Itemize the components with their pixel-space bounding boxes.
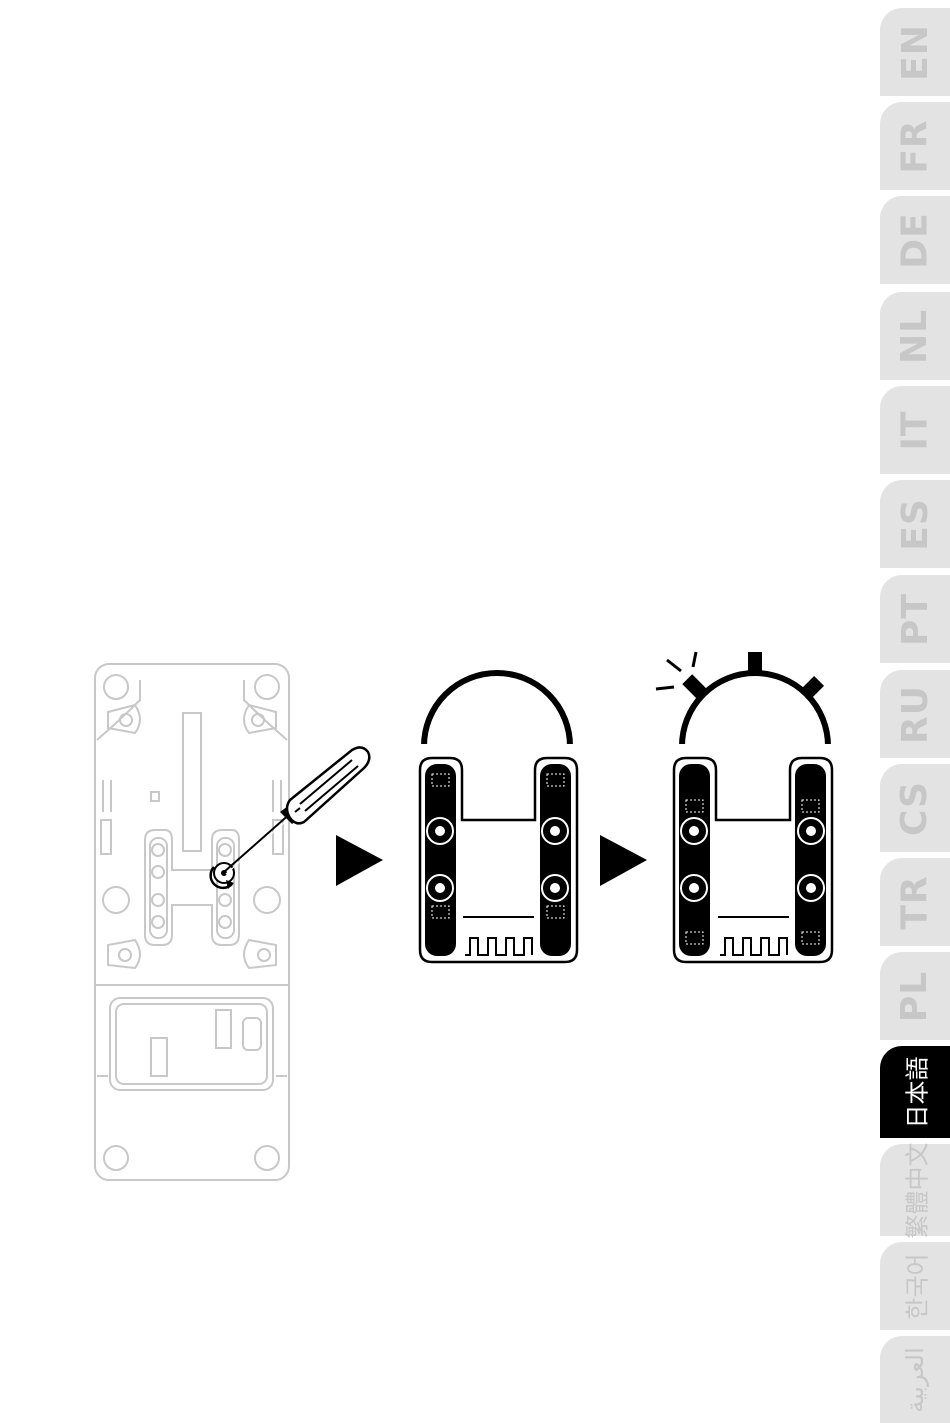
base-plate — [95, 664, 289, 1180]
tab-label: PT — [894, 593, 935, 646]
tab-lang-ja[interactable]: 日本語 — [880, 1046, 950, 1138]
pedal-bracket-after — [674, 758, 832, 962]
tab-label: 繁體中文 — [898, 1142, 933, 1238]
tab-lang-de[interactable]: DE — [880, 196, 950, 284]
pedal-bracket-before — [420, 758, 577, 962]
tab-label: 한국어 — [898, 1253, 933, 1319]
tab-lang-en[interactable]: EN — [880, 8, 950, 96]
tab-label: 日本語 — [898, 1056, 933, 1128]
tab-label: IT — [894, 410, 935, 450]
tab-lang-nl[interactable]: NL — [880, 292, 950, 380]
tab-lang-es[interactable]: ES — [880, 480, 950, 568]
tab-lang-cs[interactable]: CS — [880, 764, 950, 852]
tab-lang-pl[interactable]: PL — [880, 952, 950, 1040]
arrow-right-icon — [336, 835, 383, 886]
tab-lang-fr[interactable]: FR — [880, 102, 950, 190]
tab-lang-ru[interactable]: RU — [880, 670, 950, 758]
tab-lang-it[interactable]: IT — [880, 386, 950, 474]
tab-label: RU — [894, 685, 935, 744]
tab-label: DE — [894, 212, 935, 268]
tab-label: FR — [895, 119, 936, 173]
spring-tight-icon — [656, 652, 834, 747]
tab-label: PL — [894, 970, 935, 1021]
tab-label: CS — [894, 780, 935, 835]
tab-label: TR — [895, 875, 936, 929]
tab-label: NL — [894, 308, 935, 363]
tab-label: العربية — [901, 1347, 929, 1413]
arrow-right-icon — [600, 835, 647, 886]
tab-lang-ar[interactable]: العربية — [880, 1336, 950, 1423]
tab-lang-tr[interactable]: TR — [880, 858, 950, 946]
tab-label: EN — [894, 24, 935, 81]
spring-loose-icon — [424, 673, 570, 746]
language-tab-strip: EN FR DE NL IT ES PT RU CS TR PL 日本語 繁體中… — [880, 0, 950, 1423]
tab-lang-pt[interactable]: PT — [880, 575, 950, 663]
tab-label: ES — [895, 498, 936, 551]
tab-lang-ko[interactable]: 한국어 — [880, 1242, 950, 1330]
tab-lang-zh-hant[interactable]: 繁體中文 — [880, 1144, 950, 1236]
